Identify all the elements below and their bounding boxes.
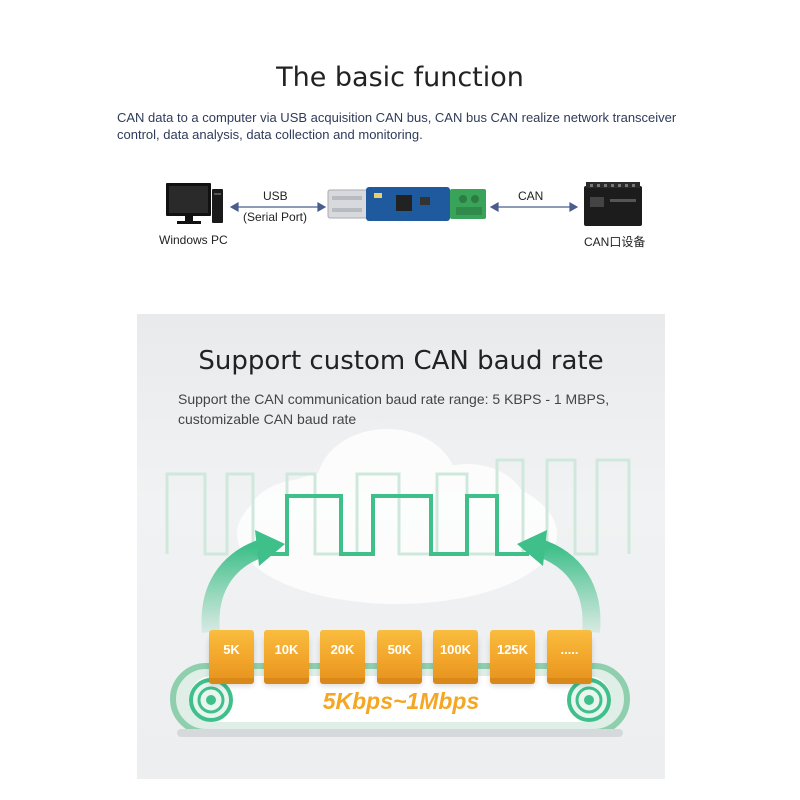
baud-chip-20k: 20K	[320, 630, 365, 678]
baud-rate-title: Support custom CAN baud rate	[198, 346, 604, 376]
connection-diagram: Windows PC USB (Serial Port) CAN CAN口设备	[0, 175, 800, 255]
square-wave	[257, 494, 529, 556]
pc-label: Windows PC	[159, 233, 228, 247]
right-curved-arrow	[517, 530, 601, 633]
serial-port-label: (Serial Port)	[243, 210, 308, 224]
baud-chip-50k: 50K	[377, 630, 422, 678]
pc-icon	[166, 183, 223, 224]
baud-range-label: 5Kbps~1Mbps	[322, 688, 480, 714]
cloud-background	[237, 429, 557, 604]
baud-chip-10k: 10K	[264, 630, 309, 678]
baud-rate-description: Support the CAN communication baud rate …	[178, 391, 610, 427]
can-device-icon	[584, 182, 642, 226]
usb-label: USB	[263, 189, 288, 203]
basic-function-description: CAN data to a computer via USB acquisiti…	[117, 110, 677, 142]
square-wave-faint	[165, 458, 631, 556]
can-label: CAN	[518, 189, 544, 203]
right-roller-icon	[567, 678, 611, 722]
baud-rate-panel: Support custom CAN baud rate Support the…	[137, 314, 665, 779]
baud-chip-5k: 5K	[209, 630, 254, 678]
left-roller-icon	[189, 678, 233, 722]
baud-chip-more: .....	[547, 630, 592, 678]
basic-function-title: The basic function	[276, 62, 524, 93]
left-curved-arrow	[201, 530, 285, 633]
baud-chip-125k: 125K	[490, 630, 535, 678]
usb-can-adapter-image	[327, 187, 486, 221]
can-arrow	[489, 201, 579, 213]
baud-chip-100k: 100K	[433, 630, 478, 678]
can-device-label: CAN口设备	[584, 235, 646, 249]
baud-rate-illustration	[165, 429, 631, 737]
diagram-art	[166, 182, 642, 226]
usb-arrow	[229, 201, 327, 213]
